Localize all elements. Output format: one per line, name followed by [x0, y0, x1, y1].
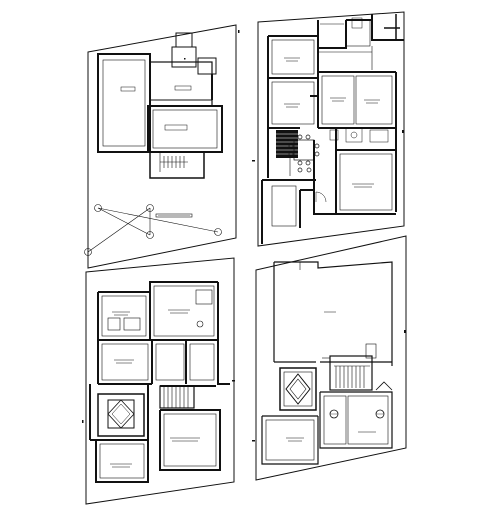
- sheet-roof-plan: [255, 235, 407, 481]
- dimension-tick-marks: [82, 30, 406, 442]
- sheet-ground-floor-plan: [257, 11, 405, 247]
- sheet-first-floor-plan: [85, 257, 235, 505]
- ground-floor-inner-lines: [271, 19, 393, 227]
- survey-point-marker: [94, 204, 102, 212]
- survey-point-marker: [146, 204, 154, 212]
- first-floor-skylight: [97, 393, 145, 437]
- roof-labels: [286, 311, 376, 442]
- site-building: [97, 32, 223, 179]
- first-floor-border: [85, 257, 235, 505]
- site-plan-border: [87, 24, 237, 269]
- first-floor-labels: [110, 309, 200, 468]
- roof-lower-rooms: [261, 381, 393, 465]
- ground-floor-stair: [276, 130, 298, 158]
- survey-point-marker: [84, 248, 92, 256]
- first-floor-inner-lines: [99, 285, 217, 479]
- roof-outline: [273, 261, 393, 366]
- survey-point-marker: [214, 228, 222, 236]
- survey-points: [84, 204, 222, 256]
- sheet-site-plan: [84, 24, 237, 269]
- site-stair: [160, 156, 188, 168]
- roof-stair: [322, 343, 377, 391]
- survey-point-marker: [146, 231, 154, 239]
- first-floor-walls: [89, 281, 230, 483]
- first-floor-stair: [159, 385, 195, 409]
- roof-plan-border: [255, 235, 407, 481]
- roof-skylight: [279, 367, 317, 411]
- ground-floor-border: [257, 11, 405, 247]
- ground-floor-labels: [284, 57, 380, 188]
- ground-floor-walls: [261, 14, 404, 244]
- dining-table: [288, 134, 320, 173]
- roof-tanks: [329, 409, 385, 419]
- ground-floor-fixtures: [315, 14, 400, 203]
